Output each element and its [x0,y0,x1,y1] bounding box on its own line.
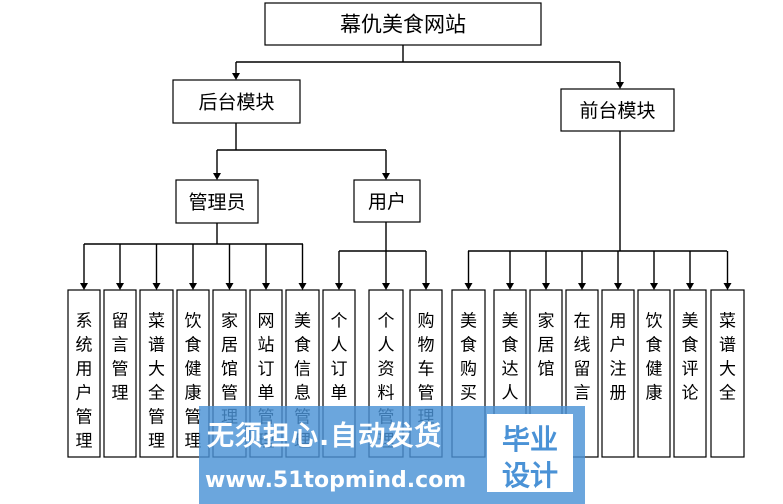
frontend-leaf-0-label: 美食购买 [460,311,477,403]
to-user-leaf-2-head [422,283,430,290]
frontend-leaf-2-label: 家居馆 [538,311,555,379]
to-frontend-leaf-3-head [578,283,586,290]
to-admin-leaf-1-head [116,283,124,290]
watermark-banner: 无须担心.自动发货 www.51topmind.com 毕业 设计 [199,406,585,504]
frontend-leaf-6-label: 美食评论 [682,311,699,403]
frontend-leaf-5-label: 饮食健康 [646,311,663,403]
to-frontend-leaf-6-head [686,283,694,290]
user-node [353,179,421,223]
admin-leaf-1-label: 留言管理 [112,311,129,403]
admin-leaf-3-label: 饮食健康管理 [185,311,202,451]
to-user-leaf-1-head [382,283,390,290]
admin-node [175,179,259,224]
to-admin-leaf-4-head [225,283,234,290]
root-node-label: 幕仇美食网站 [340,13,466,37]
to-frontend-leaf-7-head [723,283,732,290]
admin-leaf-2 [139,289,174,458]
to-admin-leaf-5-head [262,283,270,290]
to-user-head [382,173,390,180]
to-admin-leaf-0-head [80,283,88,290]
to-admin-leaf-3-head [189,283,197,290]
to-frontend-leaf-2-head [542,283,550,290]
frontend-leaf-7-label: 菜谱大全 [719,311,736,403]
backend-node-label: 后台模块 [198,91,274,113]
frontend-leaf-5 [637,289,671,458]
to-admin-leaf-6-head [298,283,307,290]
admin-leaf-0-label: 系统用户管理 [76,311,93,451]
to-frontend-leaf-5-head [650,283,658,290]
admin-leaf-1 [103,289,137,458]
backend-node [172,79,301,124]
watermark-badge-line2: 设计 [501,459,558,492]
frontend-leaf-3-label: 在线留言 [574,311,591,403]
watermark-badge-line1: 毕业 [501,423,558,456]
frontend-leaf-4-label: 用户注册 [610,311,627,403]
to-user-leaf-0-head [335,283,343,290]
to-backend-head [232,73,240,80]
watermark-url: www.51topmind.com [205,468,467,493]
frontend-leaf-1-label: 美食达人 [502,311,519,403]
watermark-text-panel: 无须担心.自动发货 www.51topmind.com [199,406,479,504]
connector-lines [80,45,732,290]
frontend-node-label: 前台模块 [579,100,655,122]
to-frontend-head [616,82,624,89]
admin-leaf-2-label: 菜谱大全管理 [148,311,165,451]
root-node [264,2,542,46]
watermark-badge: 毕业 设计 [487,414,573,492]
frontend-node [560,88,675,132]
admin-leaf-0 [67,289,101,458]
to-frontend-leaf-0-head [464,283,473,290]
frontend-leaf-6 [673,289,707,458]
frontend-leaf-7 [710,289,745,458]
to-admin-leaf-2-head [152,283,161,290]
user-node-label: 用户 [368,191,406,213]
watermark-slogan: 无须担心.自动发货 [207,421,443,452]
to-frontend-leaf-1-head [506,283,514,290]
watermark-logo-panel: 毕业 设计 [479,406,585,504]
to-frontend-leaf-4-head [614,283,622,290]
to-admin-head [213,173,221,180]
frontend-leaf-4 [601,289,635,458]
user-leaf-0-label: 个人订单 [331,311,348,403]
admin-node-label: 管理员 [188,191,245,213]
